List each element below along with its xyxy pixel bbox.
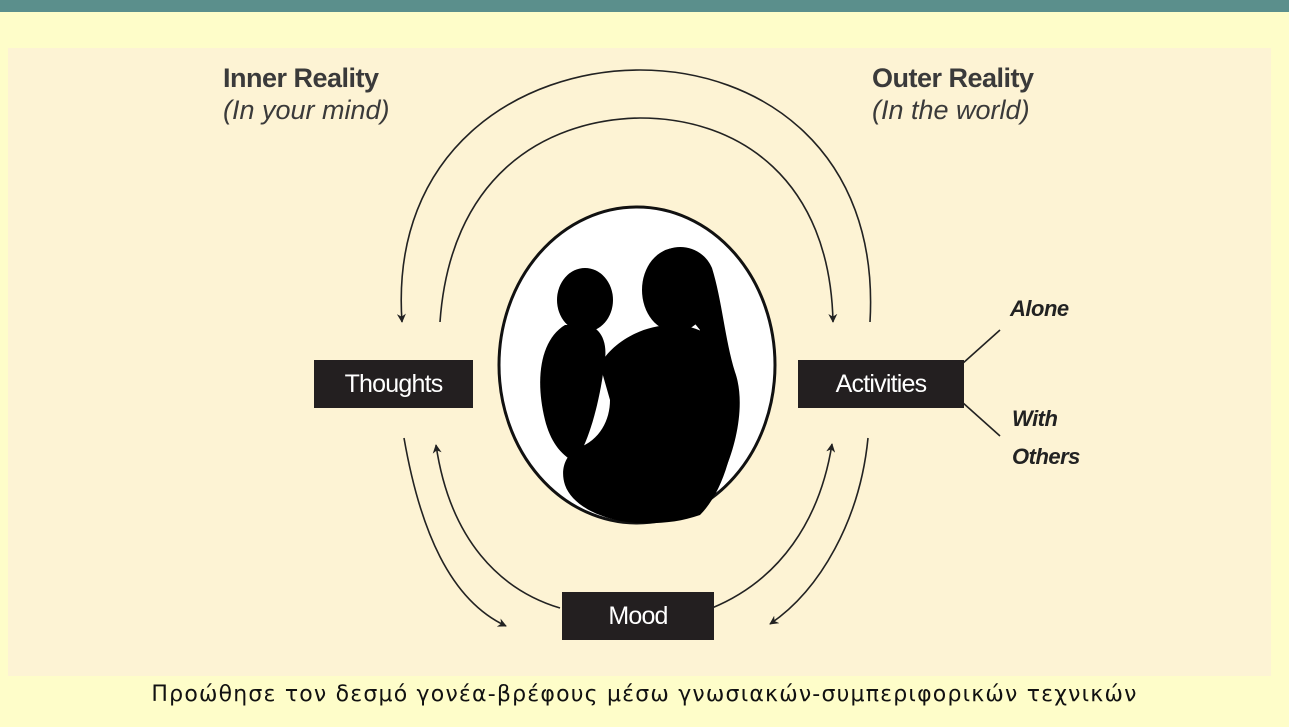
branch-alone-label: Alone bbox=[1010, 296, 1069, 321]
arrow-thoughts-to-mood bbox=[403, 437, 507, 627]
outer-reality-subtitle: (In the world) bbox=[872, 95, 1030, 125]
top-bar bbox=[0, 0, 1289, 12]
branch-with-label: With bbox=[1012, 406, 1058, 431]
inner-reality-heading: Inner Reality (In your mind) bbox=[223, 62, 390, 126]
arrow-mood-to-activities bbox=[711, 443, 836, 609]
branch-others-label: Others bbox=[1012, 444, 1080, 469]
thoughts-node: Thoughts bbox=[314, 360, 473, 408]
activities-node: Activities bbox=[798, 360, 964, 408]
branch-line-alone bbox=[961, 329, 1001, 365]
arrow-mood-to-thoughts bbox=[432, 444, 561, 609]
arrow-activities-to-thoughts bbox=[396, 69, 872, 323]
inner-reality-subtitle: (In your mind) bbox=[223, 95, 390, 125]
arrow-activities-to-mood bbox=[769, 437, 869, 625]
mood-node: Mood bbox=[562, 592, 714, 640]
caption: Προώθησε τον δεσμό γονέα-βρέφους μέσω γν… bbox=[151, 682, 1138, 707]
parent-child-silhouette-icon bbox=[540, 247, 740, 524]
branch-line-with-others bbox=[961, 401, 1001, 437]
outer-reality-heading: Outer Reality (In the world) bbox=[872, 62, 1034, 126]
inner-reality-title: Inner Reality bbox=[223, 63, 379, 93]
branch-with-others-label: With Others bbox=[1012, 400, 1080, 476]
outer-reality-title: Outer Reality bbox=[872, 63, 1034, 93]
arrow-thoughts-to-activities bbox=[439, 117, 838, 323]
